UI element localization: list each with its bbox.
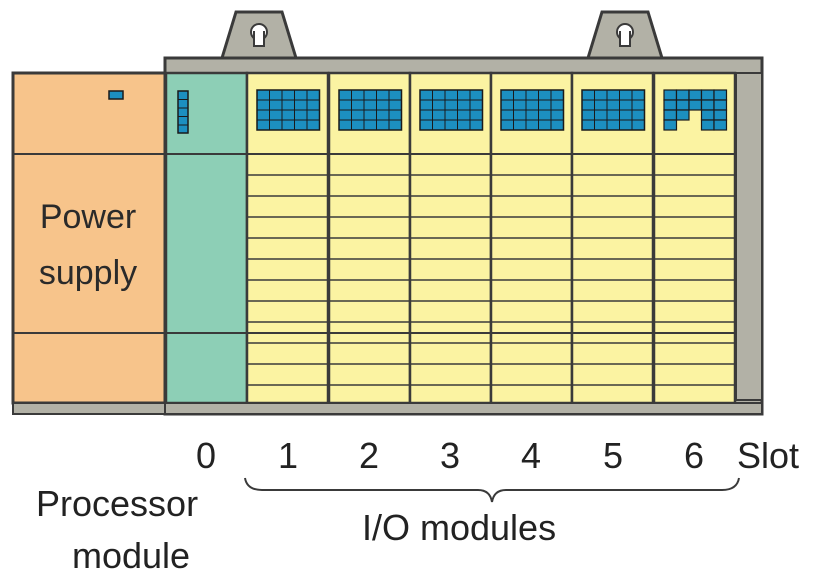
io-module-slot-5 bbox=[570, 71, 655, 405]
slot-label: Slot bbox=[737, 435, 800, 476]
processor-module bbox=[164, 71, 249, 405]
power-supply-module bbox=[11, 71, 167, 415]
io-modules-label: I/O modules bbox=[362, 507, 557, 548]
slot-number-6: 6 bbox=[683, 435, 705, 476]
chassis-bottom-rail bbox=[164, 402, 763, 415]
power-supply-label-line1: Power bbox=[39, 198, 137, 236]
slot-number-2: 2 bbox=[358, 435, 380, 476]
io-status-led-grid bbox=[419, 89, 484, 131]
io-status-led-grid bbox=[338, 89, 403, 131]
io-module-slot-6 bbox=[652, 71, 737, 405]
processor-led-column bbox=[177, 90, 189, 134]
slot-number-0: 0 bbox=[195, 435, 217, 476]
mounting-tab-right bbox=[585, 10, 665, 60]
power-supply-label-line2: supply bbox=[38, 254, 138, 292]
slot-number-3: 3 bbox=[439, 435, 461, 476]
io-module-slot-4 bbox=[489, 71, 574, 405]
mounting-tab-left bbox=[219, 10, 299, 60]
io-status-led-grid bbox=[581, 89, 646, 131]
io-modules-brace bbox=[244, 477, 740, 503]
io-status-led-grid bbox=[256, 89, 321, 131]
io-status-led-grid bbox=[500, 89, 565, 131]
io-module-slot-2 bbox=[327, 71, 412, 405]
slot-number-4: 4 bbox=[520, 435, 542, 476]
io-status-led-grid bbox=[663, 89, 728, 131]
processor-module-label-line1: Processor bbox=[36, 483, 199, 524]
io-module-slot-3 bbox=[408, 71, 493, 405]
io-modules-group bbox=[245, 71, 737, 405]
processor-module-label-line2: module bbox=[72, 535, 191, 576]
slot-number-5: 5 bbox=[602, 435, 624, 476]
slot-number-1: 1 bbox=[277, 435, 299, 476]
io-module-slot-1 bbox=[245, 71, 330, 405]
power-indicator-led bbox=[108, 90, 124, 100]
chassis-right-end bbox=[735, 72, 763, 401]
